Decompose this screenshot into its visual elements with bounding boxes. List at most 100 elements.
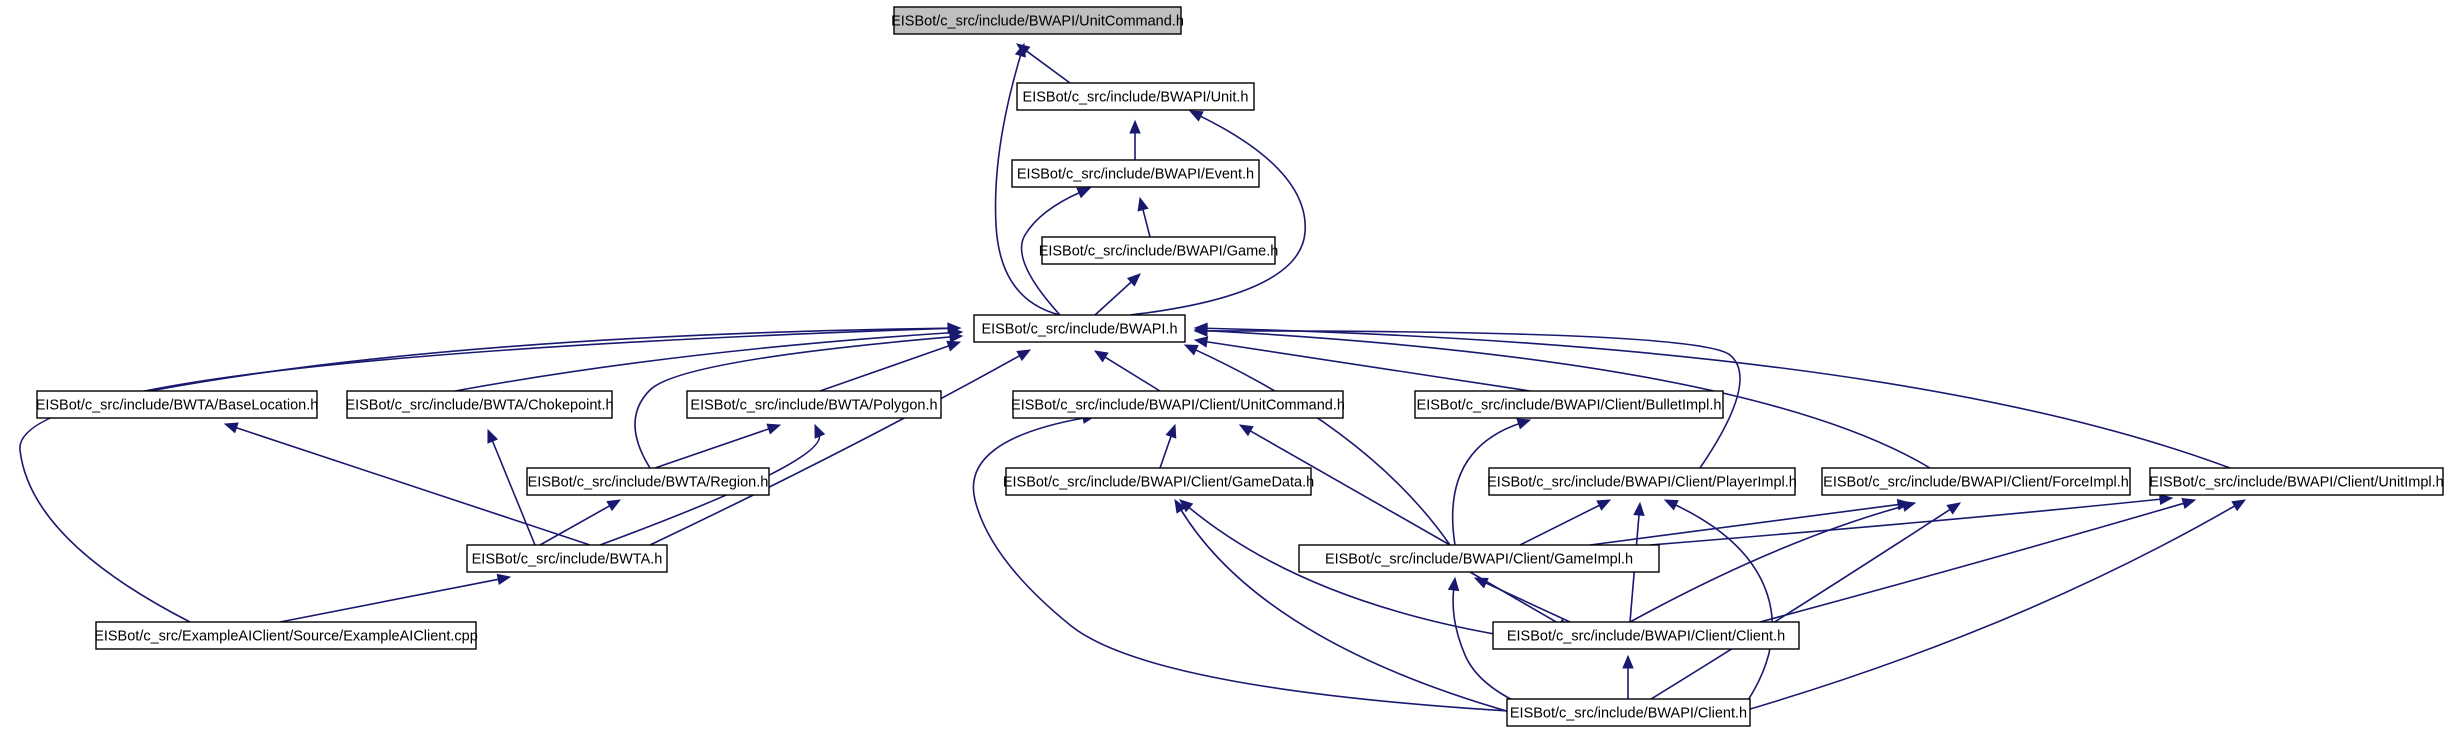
graph-node[interactable]: EISBot/c_src/include/BWAPI/Client/Player… [1487,467,1797,496]
edge-line [1519,503,1602,546]
edge-n18-n14 [1759,497,2197,623]
arrowhead-icon [947,322,962,335]
node-label: EISBot/c_src/include/BWAPI/Client/Bullet… [1417,398,1722,414]
arrowhead-icon [946,340,962,352]
edge-n11-n8 [1159,423,1177,469]
arrowhead-icon [2231,499,2247,512]
node-box [1492,621,1800,650]
arrowhead-icon [1946,502,1962,515]
graph-node[interactable]: EISBot/c_src/include/BWAPI/Game.h [1039,236,1279,265]
graph-node[interactable]: EISBot/c_src/include/BWAPI/Client/Bullet… [1414,390,1724,419]
edge-line [234,426,591,546]
node-box [526,467,770,496]
arrowhead-icon [814,423,826,439]
arrowhead-icon [1076,187,1092,199]
node-label: EISBot/c_src/include/BWAPI/Client.h [1510,706,1747,722]
arrowhead-icon [1126,273,1141,287]
graph-node[interactable]: EISBot/c_src/include/BWAPI/Event.h [1011,159,1260,188]
graph-node[interactable]: EISBot/c_src/include/BWAPI/Client/ForceI… [1821,467,2131,496]
edge-n7-n4 [819,340,962,392]
arrowhead-icon [223,422,239,434]
node-box [1414,390,1724,419]
graph-node[interactable]: EISBot/c_src/include/BWAPI/Client/GameIm… [1298,544,1660,573]
edge-n16-n18 [1469,571,1572,631]
node-box [893,6,1182,35]
graph-node[interactable]: EISBot/c_src/include/BWAPI/Client/GameDa… [1003,467,1314,496]
node-box [346,390,613,419]
arrowhead-icon [1093,350,1109,363]
graph-node[interactable]: EISBot/c_src/include/BWAPI.h [973,314,1186,343]
edge-line [1649,498,2163,546]
arrowhead-icon [1447,576,1460,592]
node-label: EISBot/c_src/include/BWAPI/Client/UnitCo… [1011,398,1345,414]
graph-node[interactable]: EISBot/c_src/include/BWTA/Polygon.h [686,390,942,419]
node-box [1488,467,1796,496]
node-box [1012,390,1344,419]
edge-line [1248,429,1451,546]
graph-node[interactable]: EISBot/c_src/include/BWTA/Chokepoint.h [345,390,614,419]
arrowhead-icon [1016,349,1032,362]
edge-n18-n16 [1473,577,1571,623]
root-node: EISBot/c_src/include/BWAPI/UnitCommand.h [891,6,1184,35]
arrowhead-icon [487,428,499,444]
node-box [1041,236,1276,265]
node-label: EISBot/c_src/ExampleAIClient/Source/Exam… [94,629,478,645]
graph-node[interactable]: EISBot/c_src/include/BWTA.h [466,544,668,573]
arrowhead-icon [1238,424,1254,437]
edge-n16-n4 [1183,344,1451,546]
graph-node[interactable]: EISBot/c_src/include/BWAPI/Unit.h [1016,82,1255,111]
edge-n5-n4 [149,322,962,392]
arrowhead-icon [606,499,622,512]
edges-layer [19,42,2247,713]
edge-line [454,331,953,392]
graph-node[interactable]: EISBot/c_src/include/BWAPI/Client.h [1506,698,1751,727]
node-label: EISBot/c_src/include/BWAPI/Client/Client… [1507,629,1785,645]
arrowhead-icon [1516,418,1532,430]
edge-n18-n13 [1629,500,1917,623]
node-label: EISBot/c_src/include/BWTA/Region.h [528,475,769,491]
arrowhead-icon [949,331,964,343]
node-box [1011,159,1260,188]
edge-line [649,354,1022,546]
edge-n19-n18 [1622,654,1634,699]
arrowhead-icon [1596,499,1612,511]
graph-node[interactable]: EISBot/c_src/include/BWAPI/Client/UnitCo… [1011,390,1345,419]
edge-line [1159,434,1173,469]
edge-n19-n14 [1739,499,2247,713]
edge-n2-n1 [1129,119,1141,160]
node-label: EISBot/c_src/include/BWAPI/Client/ForceI… [1823,475,2129,491]
graph-node[interactable]: EISBot/c_src/include/BWTA/Region.h [526,467,770,496]
graph-node[interactable]: EISBot/c_src/include/BWTA/BaseLocation.h [36,390,319,419]
edge-line [279,578,501,623]
edge-n4-n0 [994,42,1061,316]
edge-line [1469,571,1562,626]
node-label: EISBot/c_src/include/BWAPI/Client/UnitIm… [2149,475,2443,491]
graph-node[interactable]: EISBot/c_src/ExampleAIClient/Source/Exam… [94,621,478,650]
edge-line [994,53,1061,316]
graph-node[interactable]: EISBot/c_src/include/BWAPI/Client/UnitIm… [2149,467,2444,496]
node-label: EISBot/c_src/include/BWAPI/Event.h [1017,167,1254,183]
edge-line [1187,505,1501,636]
node-label: EISBot/c_src/include/BWAPI/Client/Player… [1487,475,1797,491]
node-box [2149,467,2444,496]
node-box [1298,544,1660,573]
edge-n15-n5 [223,422,591,546]
edge-line [654,427,771,469]
node-label: EISBot/c_src/include/BWTA/Chokepoint.h [345,398,613,414]
edge-n17-n15 [279,573,512,623]
node-box [686,390,942,419]
node-label: EISBot/c_src/include/BWAPI.h [981,322,1177,338]
edge-n4-n3 [1094,273,1141,316]
edge-n9-n4 [1193,336,1531,392]
graph-node[interactable]: EISBot/c_src/include/BWAPI/Client/Client… [1492,621,1800,650]
edge-line [1179,508,1511,713]
arrowhead-icon [1193,322,1208,335]
node-box [466,544,668,573]
edge-line [1204,340,1531,392]
edge-line [1020,191,1082,316]
edge-line [491,438,536,546]
node-box [95,621,477,650]
arrowhead-icon [1663,499,1679,511]
edge-line [1204,329,1931,469]
edge-n3-n2 [1137,196,1151,238]
